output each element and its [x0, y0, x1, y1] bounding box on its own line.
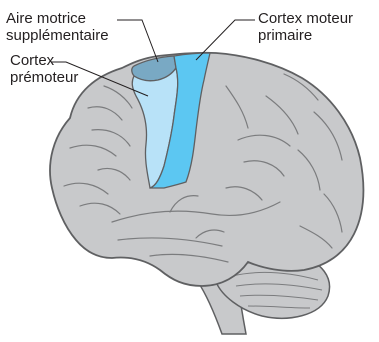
label-supplementary-motor-area: Aire motrice supplémentaire [6, 10, 109, 44]
leader-line-sma [117, 20, 158, 62]
label-sma-line2: supplémentaire [6, 27, 109, 44]
label-pm-line2: prémoteur [10, 69, 78, 86]
label-m1-line1: Cortex moteur [258, 10, 353, 27]
label-pm-line1: Cortex [10, 52, 78, 69]
label-m1-line2: primaire [258, 27, 353, 44]
label-sma-line1: Aire motrice [6, 10, 109, 27]
label-premotor-cortex: Cortex prémoteur [10, 52, 78, 86]
label-primary-motor-cortex: Cortex moteur primaire [258, 10, 353, 44]
cerebrum [50, 53, 363, 286]
